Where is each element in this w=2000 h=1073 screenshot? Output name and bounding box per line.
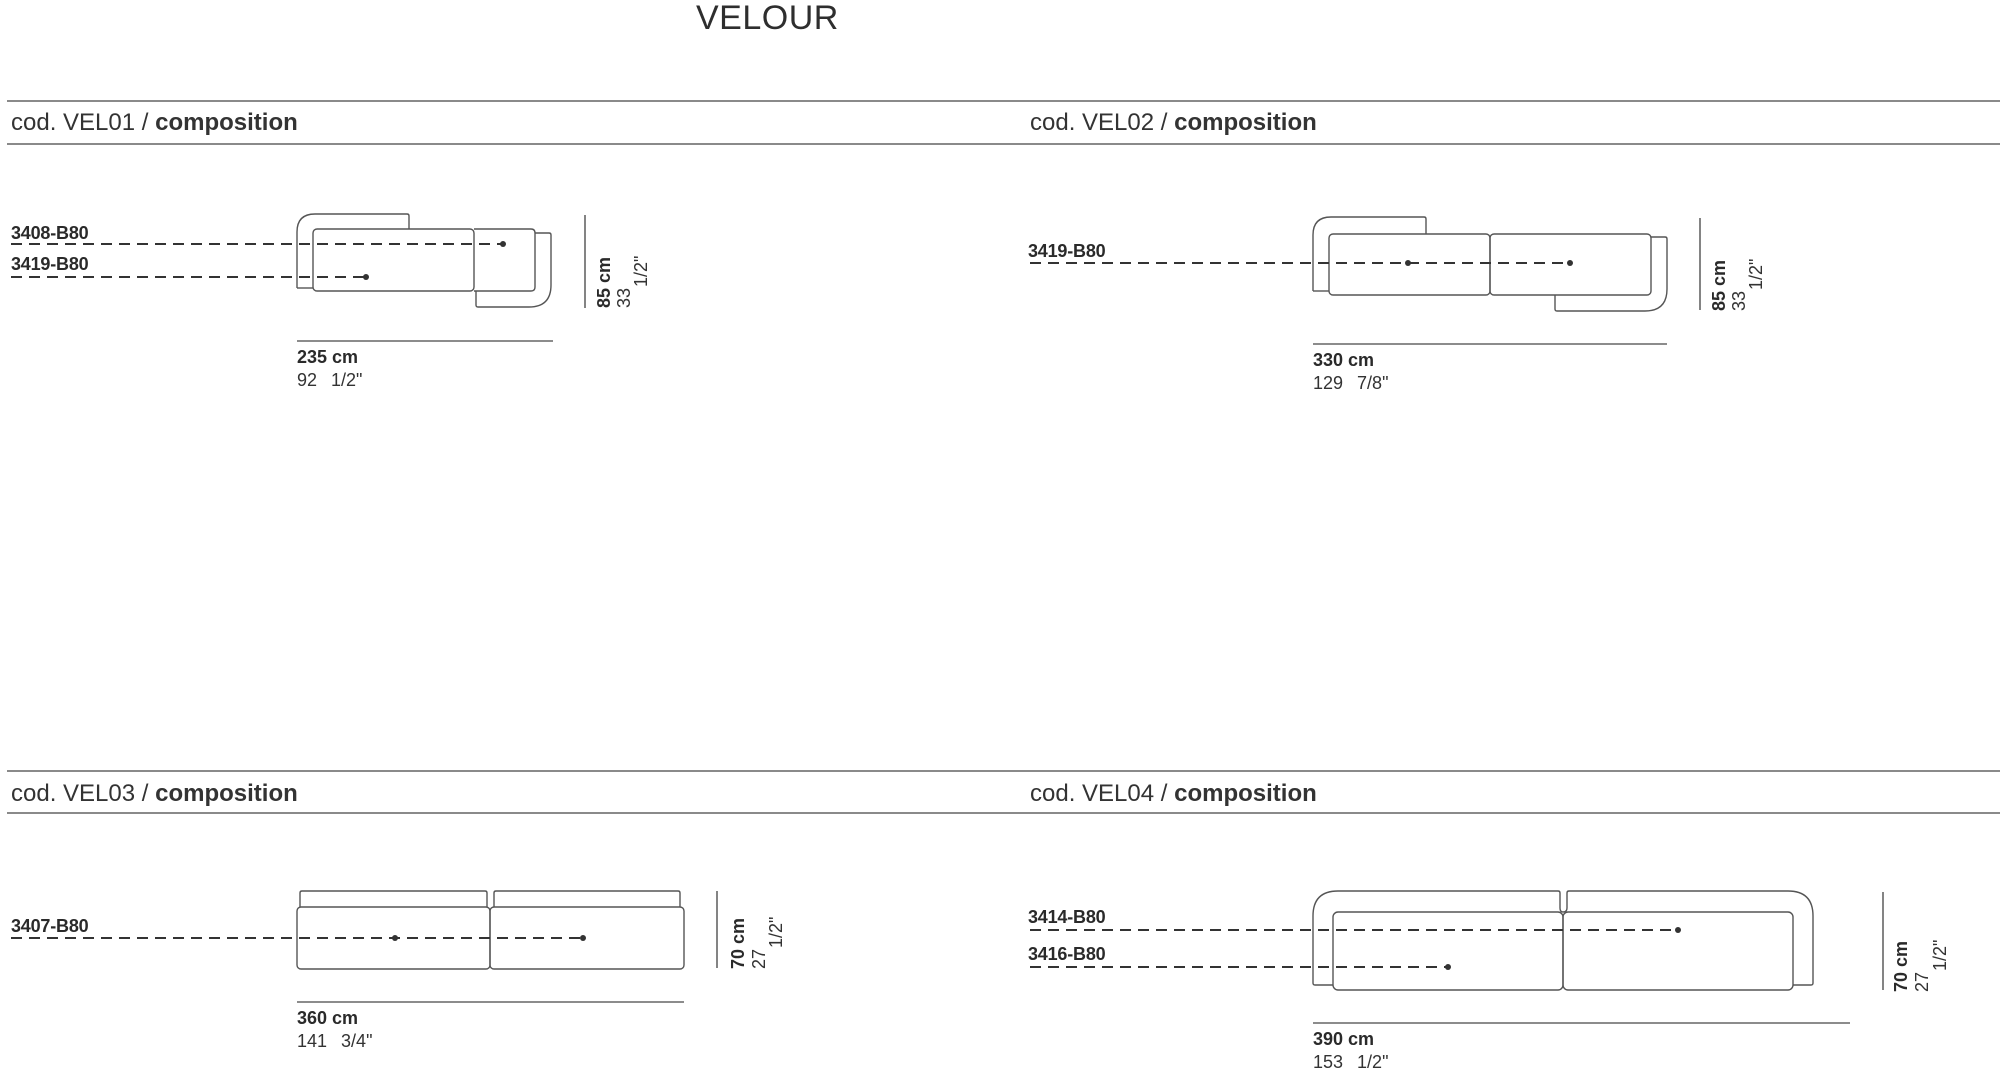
separator: / bbox=[135, 109, 156, 136]
module-label: 3414-B80 bbox=[1028, 907, 1106, 927]
width-inches-fraction: 1/2" bbox=[1357, 1052, 1389, 1072]
composition-code: cod. VEL03 bbox=[11, 780, 136, 807]
width-inches-whole: 129 bbox=[1313, 373, 1344, 393]
seat-cushion bbox=[1489, 233, 1652, 296]
width-inches-fraction: 7/8" bbox=[1357, 373, 1389, 393]
sofa-plan-vel03 bbox=[296, 890, 718, 1003]
depth-cm: 70 cm bbox=[1891, 940, 1911, 992]
composition-code: cod. VEL04 bbox=[1030, 780, 1155, 807]
section-header-vel02: cod. VEL02 / composition bbox=[1030, 109, 1317, 137]
width-inches-whole: 92 bbox=[297, 370, 318, 390]
backrest-outline bbox=[1312, 890, 1564, 986]
width-inches: 92 1/2" bbox=[297, 370, 362, 390]
depth-inches-fraction: 1/2" bbox=[1746, 258, 1766, 290]
section-top-rule bbox=[7, 100, 2000, 102]
section-bottom-rule bbox=[7, 812, 2000, 814]
section-header-vel04: cod. VEL04 / composition bbox=[1030, 780, 1317, 808]
module-marker-dot bbox=[1405, 260, 1411, 266]
seat-cushion bbox=[1562, 911, 1794, 991]
width-cm: 235 cm bbox=[297, 347, 359, 367]
seat-cushion bbox=[312, 228, 475, 292]
module-marker-dot bbox=[500, 241, 506, 247]
composition-kind: composition bbox=[155, 780, 298, 807]
depth-cm: 85 cm bbox=[594, 256, 614, 308]
module-label: 3419-B80 bbox=[11, 254, 89, 274]
module-marker-dot bbox=[580, 935, 586, 941]
depth-inches-whole: 27 bbox=[749, 948, 769, 969]
section-header-vel03: cod. VEL03 / composition bbox=[11, 780, 298, 808]
module-label: 3407-B80 bbox=[11, 916, 89, 936]
depth-cm: 70 cm bbox=[728, 917, 748, 969]
module-label: 3408-B80 bbox=[11, 223, 89, 243]
module-marker-dot bbox=[1675, 927, 1681, 933]
width-inches: 141 3/4" bbox=[297, 1031, 372, 1051]
sofa-plan-vel04 bbox=[1312, 890, 1884, 1024]
composition-kind: composition bbox=[1174, 109, 1317, 136]
depth-inches-whole: 27 bbox=[1912, 971, 1932, 992]
width-inches-whole: 141 bbox=[297, 1031, 328, 1051]
backrest-outline bbox=[296, 213, 410, 288]
width-inches: 153 1/2" bbox=[1313, 1052, 1388, 1072]
seat-cushion bbox=[474, 228, 536, 292]
separator: / bbox=[1154, 109, 1175, 136]
module-label: 3416-B80 bbox=[1028, 944, 1106, 964]
module-marker-dot bbox=[1445, 964, 1451, 970]
section-bottom-rule bbox=[7, 143, 2000, 145]
section-header-vel01: cod. VEL01 / composition bbox=[11, 109, 298, 137]
depth-inches-whole: 33 bbox=[614, 287, 634, 308]
sofa-plan-vel01 bbox=[296, 213, 586, 342]
backrest-outline bbox=[1562, 890, 1814, 986]
depth-inches-whole: 33 bbox=[1729, 290, 1749, 311]
module-marker-dot bbox=[1567, 260, 1573, 266]
depth-inches-fraction: 1/2" bbox=[1930, 939, 1950, 971]
module-marker-dot bbox=[392, 935, 398, 941]
backrest-outline bbox=[299, 890, 488, 907]
composition-code: cod. VEL01 bbox=[11, 109, 136, 136]
width-cm: 390 cm bbox=[1313, 1029, 1375, 1049]
composition-kind: composition bbox=[155, 109, 298, 136]
depth-inches-fraction: 1/2" bbox=[631, 255, 651, 287]
width-inches-fraction: 3/4" bbox=[341, 1031, 373, 1051]
module-label: 3419-B80 bbox=[1028, 241, 1106, 261]
backrest-outline bbox=[1312, 216, 1427, 291]
depth-cm: 85 cm bbox=[1709, 259, 1729, 311]
width-cm: 360 cm bbox=[297, 1008, 359, 1028]
sofa-plan-vel02 bbox=[1312, 216, 1701, 345]
module-marker-dot bbox=[363, 274, 369, 280]
width-inches-whole: 153 bbox=[1313, 1052, 1344, 1072]
width-inches-fraction: 1/2" bbox=[331, 370, 363, 390]
armrest-outline bbox=[475, 232, 552, 308]
composition-kind: composition bbox=[1174, 780, 1317, 807]
armrest-outline bbox=[1554, 236, 1668, 312]
page-title: VELOUR bbox=[696, 0, 839, 37]
composition-code: cod. VEL02 bbox=[1030, 109, 1155, 136]
separator: / bbox=[1154, 780, 1175, 807]
backrest-outline bbox=[493, 890, 681, 907]
depth-inches-fraction: 1/2" bbox=[766, 916, 786, 948]
width-cm: 330 cm bbox=[1313, 350, 1375, 370]
section-top-rule bbox=[7, 770, 2000, 772]
separator: / bbox=[135, 780, 156, 807]
seat-cushion bbox=[1332, 911, 1564, 991]
width-inches: 129 7/8" bbox=[1313, 373, 1388, 393]
